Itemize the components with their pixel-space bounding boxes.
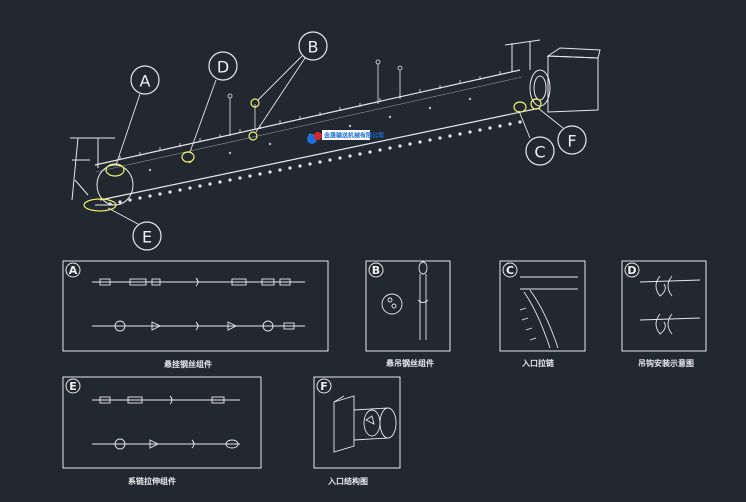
detail-D-panel: D	[621, 260, 707, 352]
detail-F-inlet	[333, 395, 397, 453]
callout-D[interactable]: D	[208, 51, 238, 81]
detail-C-panel: C	[499, 260, 586, 352]
detail-F-caption: 入口结构图	[327, 476, 368, 486]
detail-F-panel: F	[313, 376, 401, 469]
callout-D-label: D	[217, 58, 229, 77]
callout-E-label: E	[142, 228, 152, 247]
callout-B[interactable]: B	[298, 31, 328, 61]
callout-C-label: C	[534, 143, 545, 162]
leader-lines	[107, 55, 564, 225]
callout-A-label: A	[140, 72, 151, 91]
callout-A[interactable]: A	[130, 65, 160, 95]
detail-A-cable-upper	[92, 277, 305, 287]
detail-D-caption: 吊钩安装示意图	[638, 358, 694, 368]
logo-banner	[322, 130, 370, 140]
duct-bottom-edge	[99, 107, 541, 201]
callout-B-label: B	[308, 38, 319, 57]
highlight-markers	[83, 98, 542, 212]
duct-bottom-fasteners	[108, 120, 522, 206]
callout-E[interactable]: E	[132, 221, 162, 251]
detail-A-panel: A	[62, 260, 329, 352]
duct-top-edge	[94, 69, 521, 166]
detail-B-panel: B	[365, 260, 451, 352]
detail-B-caption: 悬吊钢丝组件	[385, 358, 434, 368]
detail-C-tag: C	[506, 264, 514, 277]
company-logo: 金晟输送机械有限公司	[307, 130, 384, 144]
detail-B-tag: B	[372, 264, 380, 277]
duct-top-clips	[119, 71, 501, 160]
detail-E-cable-upper	[92, 395, 240, 405]
detail-D-hooks	[639, 275, 701, 335]
detail-C-chain	[519, 276, 578, 349]
detail-E-tag: E	[69, 380, 77, 393]
callout-F[interactable]: F	[557, 125, 587, 155]
detail-F-tag: F	[320, 380, 328, 393]
detail-D-tag: D	[627, 264, 636, 277]
duct-assembly: 金晟输送机械有限公司	[70, 39, 601, 206]
callout-C[interactable]: C	[525, 136, 555, 166]
drive-housing	[504, 39, 601, 113]
detail-A-caption: 悬挂钢丝组件	[163, 359, 212, 369]
detail-B-hanger	[381, 261, 429, 340]
detail-A-tag: A	[69, 264, 78, 277]
detail-A-cable-lower	[92, 320, 305, 332]
detail-E-cable-lower	[92, 438, 240, 450]
detail-E-caption: 系链拉伸组件	[128, 476, 176, 486]
detail-C-caption: 入口拉链	[521, 358, 555, 368]
duct-hangers	[227, 59, 403, 136]
detail-E-panel: E	[62, 376, 262, 469]
callout-F-label: F	[567, 132, 576, 151]
inlet-frame	[70, 137, 134, 206]
logo-text: 金晟输送机械有限公司	[323, 132, 384, 140]
duct-inner-line	[95, 76, 523, 173]
